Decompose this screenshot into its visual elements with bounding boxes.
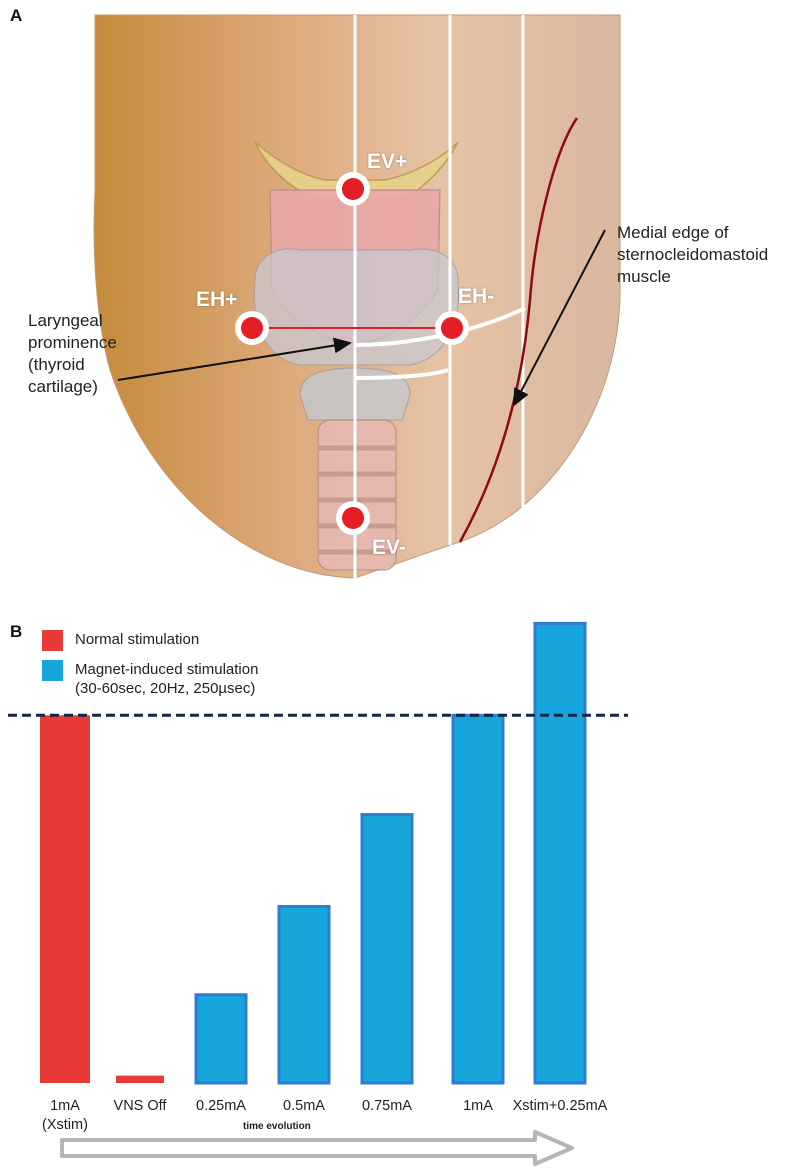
bar-5 (451, 713, 505, 1085)
label-ev-minus: EV- (372, 536, 406, 559)
medial-annotation: Medial edge of sternocleidomastoid muscl… (617, 222, 768, 288)
medial-line-1: Medial edge of (617, 223, 729, 242)
laryngeal-arrow (117, 337, 352, 381)
trachea (317, 419, 397, 571)
legend-label-magnet: Magnet-induced stimulation (75, 661, 259, 678)
x-tick-4: 0.75mA (362, 1098, 412, 1114)
electrode-ev-plus (336, 172, 370, 206)
beard-shadow (95, 15, 620, 260)
laryngeal-annotation: Laryngeal prominence (thyroid cartilage) (28, 310, 117, 398)
label-eh-minus: EH- (458, 285, 495, 308)
medial-line-3: muscle (617, 267, 671, 286)
sternocleidomastoid-edge (458, 117, 579, 543)
electrode-eh-minus (435, 311, 469, 345)
horizontal-guide-lower (354, 368, 449, 380)
bar-0 (40, 715, 90, 1083)
x-tick-1: VNS Off (113, 1098, 167, 1114)
electrode-ev-minus (336, 501, 370, 535)
x-tick-5: 1mA (463, 1098, 493, 1114)
bar-3 (277, 905, 331, 1085)
x-tick-0: 1mA (Xstim) (42, 1098, 88, 1133)
time-evolution-arrow (60, 1130, 574, 1166)
legend-swatch-normal (42, 630, 63, 651)
legend-sub-magnet: (30-60sec, 20Hz, 250µsec) (75, 680, 256, 697)
legend-swatch-magnet (42, 660, 63, 681)
legend-magnet: Magnet-induced stimulation (30-60sec, 20… (42, 660, 258, 698)
electrode-eh-plus (235, 311, 269, 345)
bar-1 (116, 1075, 164, 1083)
x-tick-6: Xstim+0.25mA (512, 1098, 608, 1114)
panel-b-letter: B (10, 622, 23, 641)
legend-normal: Normal stimulation (42, 630, 199, 651)
bar-2 (194, 993, 248, 1085)
label-ev-plus: EV+ (367, 150, 408, 173)
x-tick-3: 0.5mA (283, 1098, 325, 1114)
bar-4 (360, 813, 414, 1085)
laryngeal-line-3: (thyroid (28, 355, 85, 374)
laryngeal-line-1: Laryngeal (28, 311, 103, 330)
medial-line-2: sternocleidomastoid (617, 245, 769, 264)
legend-label-normal: Normal stimulation (75, 631, 200, 648)
laryngeal-line-4: cartilage) (28, 377, 98, 396)
bar-6 (533, 621, 587, 1085)
panel-a-letter: A (10, 6, 23, 25)
label-eh-plus: EH+ (196, 288, 238, 311)
x-tick-2: 0.25mA (196, 1098, 246, 1114)
horizontal-guide-upper (354, 306, 526, 347)
medial-arrow (513, 229, 606, 407)
neck-illustration (93, 14, 621, 580)
laryngeal-line-2: prominence (28, 333, 117, 352)
time-evolution-label: time evolution (243, 1121, 311, 1132)
